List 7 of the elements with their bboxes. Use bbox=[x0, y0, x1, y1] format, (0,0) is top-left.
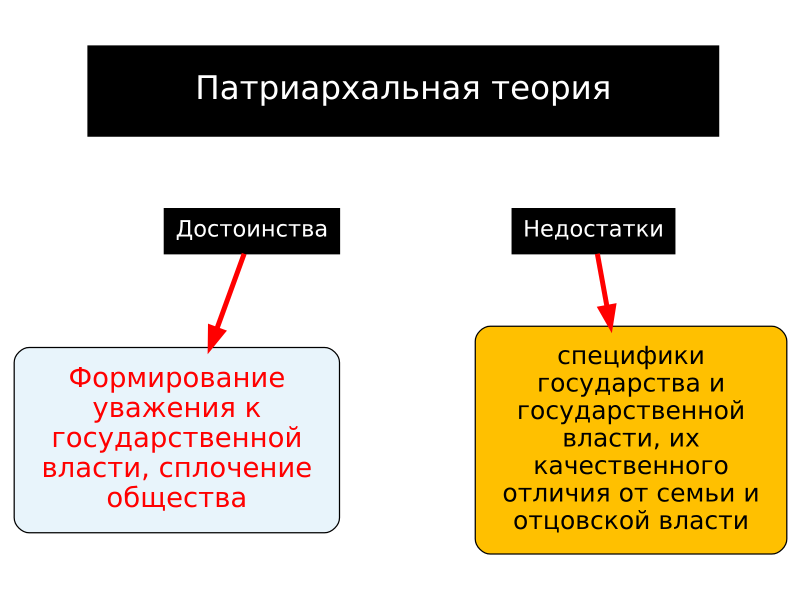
node-box: Патриархальная теория bbox=[86, 45, 719, 137]
node-box: Формирование уважения к государственной власти, сплочение общества bbox=[13, 346, 340, 534]
node-box: Недостатки bbox=[511, 208, 675, 254]
arrow bbox=[594, 253, 616, 334]
node-box: Достоинства bbox=[163, 208, 340, 254]
node-box: специфики государства и государственной власти, их качественного отличия от семьи и отцовской власти bbox=[474, 326, 787, 555]
arrow bbox=[207, 252, 246, 354]
